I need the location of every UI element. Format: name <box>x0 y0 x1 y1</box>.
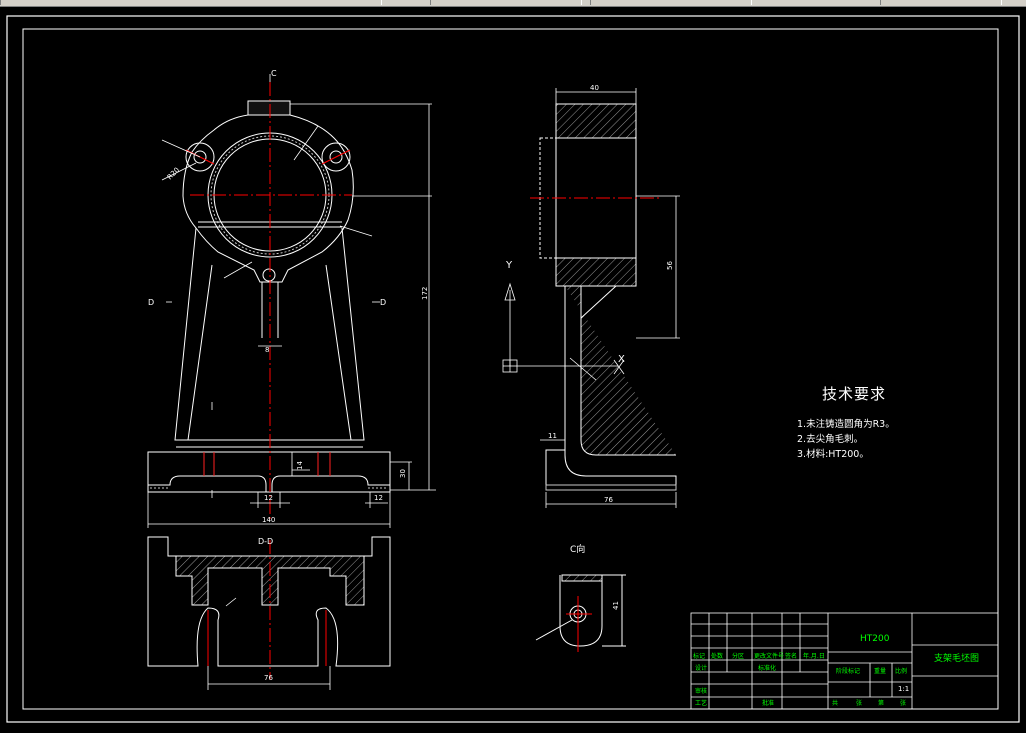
cut-marker-d-left: D <box>148 298 154 307</box>
dim-172: 172 <box>421 287 429 300</box>
section-dimensions <box>207 597 331 690</box>
window-toolbar-strip <box>0 0 1026 7</box>
side-dimensions <box>502 88 680 508</box>
tb-ratio: 比例 <box>895 668 908 675</box>
side-labels: 40 56 76 11 Y X <box>505 84 674 504</box>
front-dimensions <box>147 74 436 528</box>
dim-40: 40 <box>590 84 599 92</box>
toolbar-segment[interactable] <box>880 0 1002 5</box>
tb-page: 张 <box>900 700 907 707</box>
c-view-centerlines <box>566 596 592 652</box>
cad-drawing: 172 30 140 12 12 14 R20 8 C D D D-D 76 <box>6 15 1020 723</box>
section-dd <box>147 536 391 667</box>
side-view <box>539 103 677 491</box>
dim-140: 140 <box>262 516 275 524</box>
tb-standard: 标准化 <box>758 665 777 672</box>
tb-process: 工艺 <box>695 700 708 707</box>
toolbar-segment[interactable] <box>0 0 382 5</box>
cut-marker-c: C <box>271 69 277 78</box>
tb-approve: 批准 <box>762 700 775 707</box>
dim-12b: 12 <box>374 494 383 502</box>
tb-weight: 重量 <box>874 668 887 675</box>
front-dim-labels: 172 30 140 12 12 14 R20 8 C D D <box>148 69 429 524</box>
tb-page-no: 第 <box>878 700 885 707</box>
dim-41: 41 <box>612 601 620 610</box>
dim-76-side: 76 <box>604 496 613 504</box>
tech-requirement-item: 1.未注铸造圆角为R3。 <box>797 419 895 430</box>
cut-marker-d-right: D <box>380 298 386 307</box>
tb-count: 处数 <box>711 653 724 660</box>
dim-11: 11 <box>548 432 557 440</box>
axis-x: X <box>618 354 625 365</box>
section-centerlines <box>207 540 327 680</box>
dim-12a: 12 <box>264 494 273 502</box>
front-view <box>147 100 391 493</box>
dim-r20: R20 <box>166 166 181 181</box>
tech-requirements-title: 技术要求 <box>822 385 887 403</box>
dim-76-bottom: 76 <box>264 674 273 682</box>
title-block <box>690 612 999 710</box>
section-labels: D-D 76 <box>258 537 273 682</box>
tb-change-doc: 更改文件号 <box>754 653 785 660</box>
dim-14: 14 <box>296 461 304 470</box>
scale-value: 1:1 <box>898 685 910 693</box>
view-label: C向 <box>570 543 585 555</box>
tb-partition: 分区 <box>732 653 745 660</box>
material-label: HT200 <box>860 634 890 644</box>
tb-date: 年.月.日 <box>803 653 825 660</box>
tech-requirement-item: 3.材料:HT200。 <box>797 449 869 460</box>
tb-sheets-total: 共 <box>832 700 839 707</box>
section-label: D-D <box>258 537 273 546</box>
dim-30: 30 <box>399 469 407 478</box>
c-view-labels: C向 41 <box>570 543 620 610</box>
dim-56: 56 <box>666 261 674 270</box>
tb-sheet: 张 <box>856 700 863 707</box>
drawing-canvas[interactable]: 172 30 140 12 12 14 R20 8 C D D D-D 76 <box>0 7 1026 729</box>
outer-frame <box>6 15 1020 723</box>
tb-review: 审核 <box>695 688 708 695</box>
tech-requirement-item: 2.去尖角毛刺。 <box>797 434 864 445</box>
tb-stage-mark: 阶段标记 <box>836 668 861 675</box>
inner-frame <box>22 28 999 710</box>
axis-y: Y <box>505 260 513 271</box>
tb-sign: 签名 <box>785 653 798 660</box>
part-name: 支架毛坯图 <box>934 654 980 664</box>
toolbar-segment[interactable] <box>590 0 752 5</box>
tb-mark: 标记 <box>693 653 706 660</box>
tb-design: 设计 <box>695 665 708 672</box>
dim-8: 8 <box>265 346 269 354</box>
toolbar-segment[interactable] <box>430 0 582 5</box>
